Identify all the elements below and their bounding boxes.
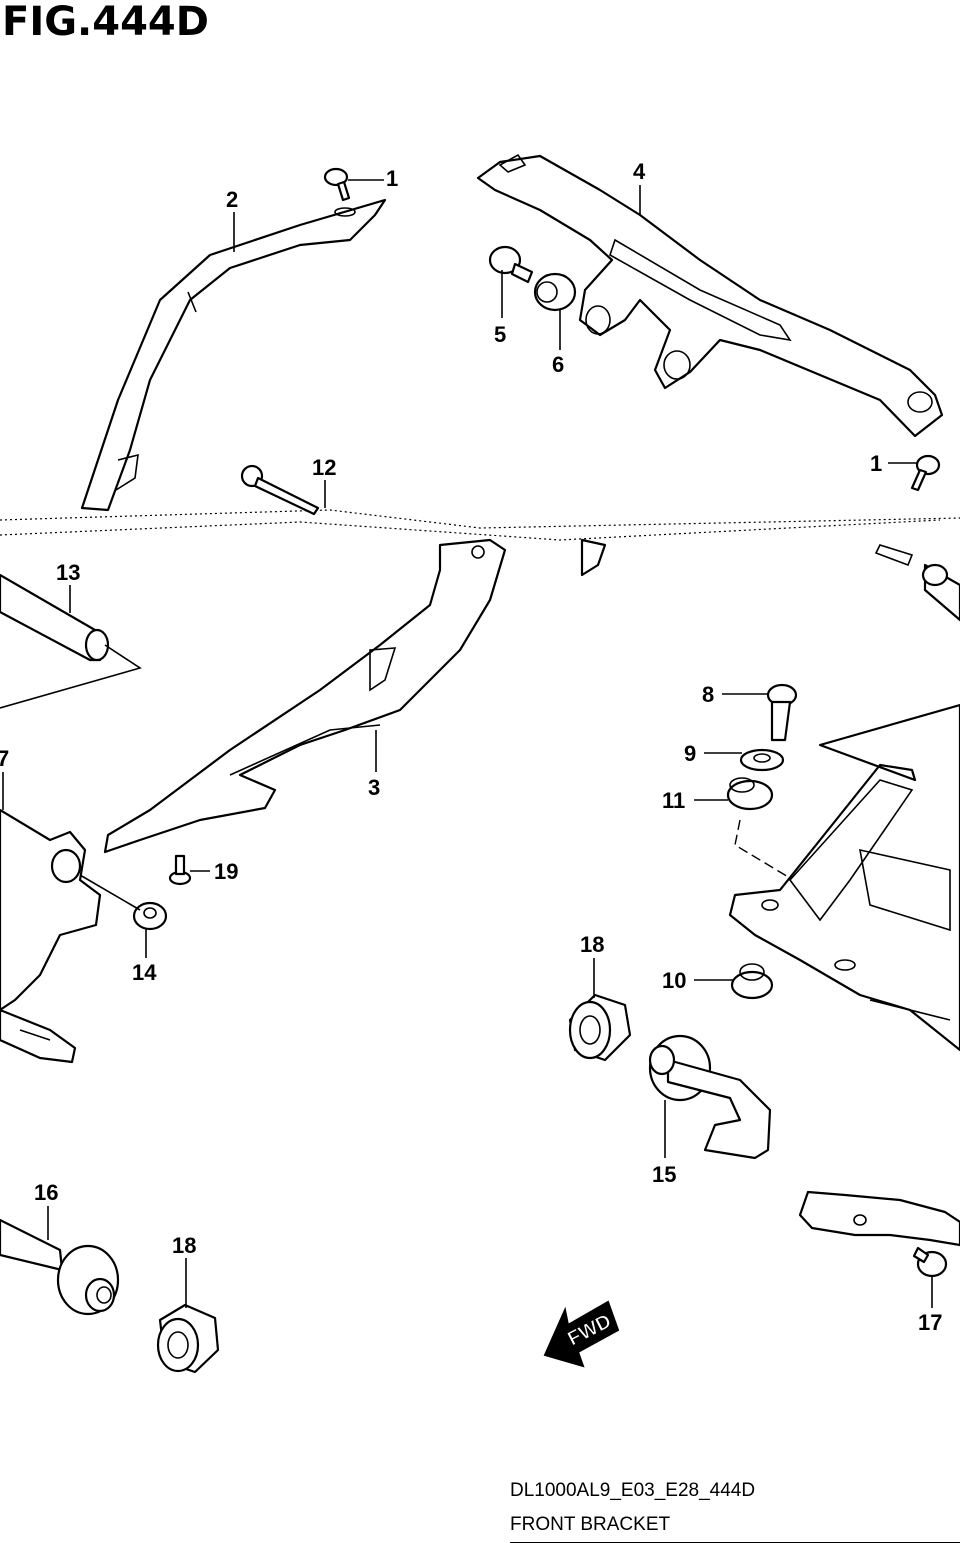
part-18-collar-lower	[156, 1303, 220, 1374]
callout-3: 3	[368, 775, 380, 800]
part-11-grommet	[726, 777, 774, 811]
part-13-tube	[0, 573, 142, 709]
callout-16: 16	[34, 1180, 58, 1205]
part-9-washer	[739, 748, 785, 772]
callout-18-center: 18	[580, 932, 604, 957]
figure-title: FIG.444D	[2, 0, 209, 45]
callout-12: 12	[312, 455, 336, 480]
part-18-collar-center	[568, 993, 632, 1062]
part-1-screw-right	[910, 454, 941, 492]
callout-1-right: 1	[870, 451, 882, 476]
dashed-assembly-line	[734, 819, 791, 879]
part-17-screw	[798, 1190, 960, 1278]
figure-footer: DL1000AL9_E03_E28_444D FRONT BRACKET	[510, 1478, 960, 1543]
model-code: DL1000AL9_E03_E28_444D	[510, 1480, 756, 1501]
callout-9: 9	[684, 741, 696, 766]
part-14-nut	[79, 874, 168, 931]
callout-6: 6	[552, 352, 564, 377]
part-3-side-panel	[103, 538, 507, 854]
part-10-grommet	[730, 963, 774, 1000]
clip-center	[580, 538, 607, 577]
callout-18-lower: 18	[172, 1233, 196, 1258]
part-2-cover-strip	[80, 198, 387, 512]
part-1-screw-top	[323, 167, 351, 202]
callout-14: 14	[132, 960, 157, 985]
callout-13: 13	[56, 560, 80, 585]
callout-10: 10	[662, 968, 686, 993]
callout-11: 11	[662, 788, 685, 813]
part-16-collar	[0, 1218, 120, 1316]
frame-dotted-line-2	[0, 519, 941, 541]
part-6-grommet	[533, 272, 577, 312]
right-stud	[874, 544, 960, 622]
part-12-bolt	[240, 464, 320, 516]
callout-2: 2	[226, 187, 238, 212]
part-5-screw	[488, 245, 534, 284]
part-19-screw	[168, 854, 192, 886]
frame-dotted-line	[0, 509, 960, 529]
part-15-collar-hook	[648, 1034, 772, 1160]
part-4-bracket	[476, 153, 944, 438]
fwd-arrow-icon: FWD	[543, 1300, 620, 1368]
callout-7: 7	[0, 746, 9, 771]
figure-caption: FRONT BRACKET	[510, 1514, 671, 1535]
part-7-bracket	[0, 808, 102, 1064]
callout-15: 15	[652, 1162, 676, 1187]
right-main-bracket	[728, 703, 960, 1052]
callout-17: 17	[918, 1310, 942, 1335]
callout-4: 4	[633, 159, 646, 184]
callout-1-top: 1	[386, 166, 398, 191]
part-8-bolt	[766, 683, 798, 742]
callout-5: 5	[494, 322, 506, 347]
callout-19: 19	[214, 859, 238, 884]
callout-8: 8	[702, 682, 714, 707]
